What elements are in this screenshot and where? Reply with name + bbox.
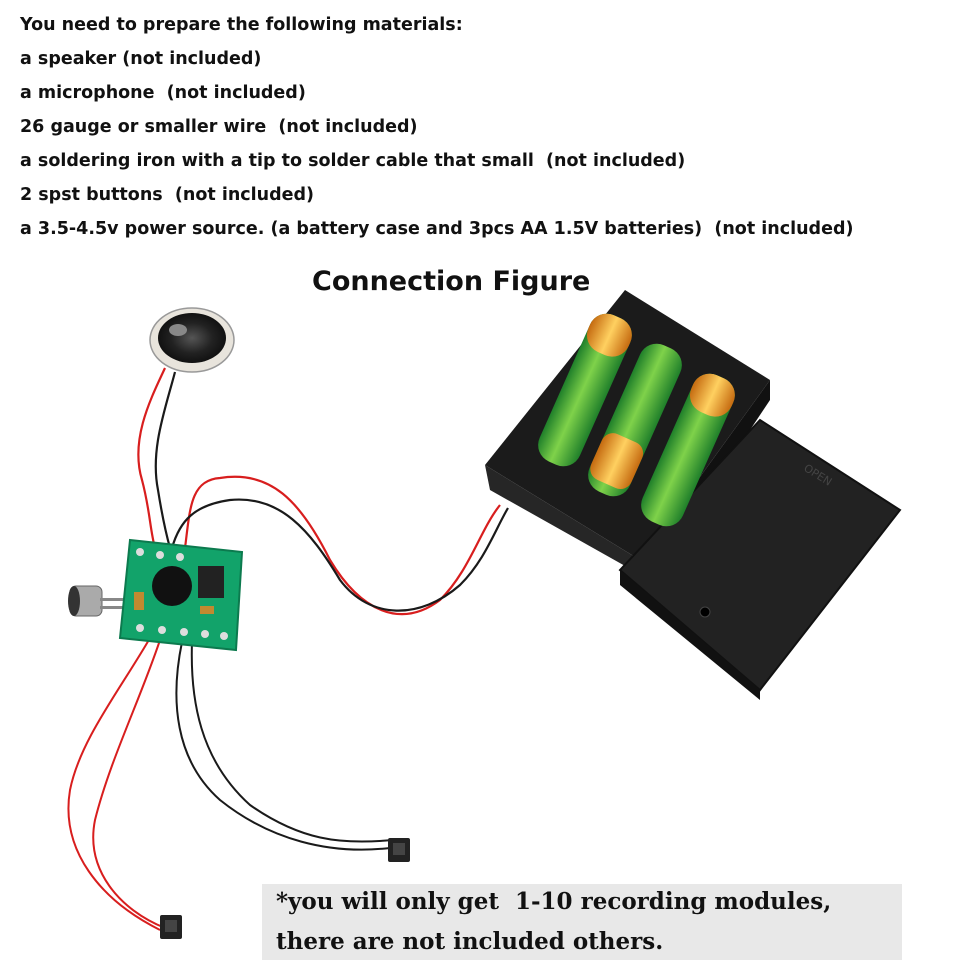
material-item-power-source: a 3.5-4.5v power source. (a battery case… [20, 219, 854, 239]
speaker-icon [149, 307, 235, 373]
material-item-soldering-iron: a soldering iron with a tip to solder ca… [20, 151, 686, 171]
materials-list: You need to prepare the following materi… [20, 8, 920, 246]
push-button-icon [160, 915, 182, 939]
material-item-microphone: a microphone (not included) [20, 83, 306, 103]
batteries [538, 313, 735, 527]
figure-title: Connection Figure [312, 266, 591, 297]
battery-case: OPEN [485, 290, 902, 700]
microphone-icon [68, 585, 125, 617]
wires [67, 367, 509, 931]
materials-heading: You need to prepare the following materi… [20, 15, 463, 35]
note-line-1: *you will only get 1-10 recording module… [276, 888, 832, 915]
material-item-speaker: a speaker (not included) [20, 49, 262, 69]
note-line-2: there are not included others. [276, 928, 664, 955]
recording-module-board [118, 538, 244, 652]
push-button-icon [388, 838, 410, 862]
material-item-buttons: 2 spst buttons (not included) [20, 185, 315, 205]
material-item-wire: 26 gauge or smaller wire (not included) [20, 117, 418, 137]
note-box: *you will only get 1-10 recording module… [262, 884, 902, 960]
